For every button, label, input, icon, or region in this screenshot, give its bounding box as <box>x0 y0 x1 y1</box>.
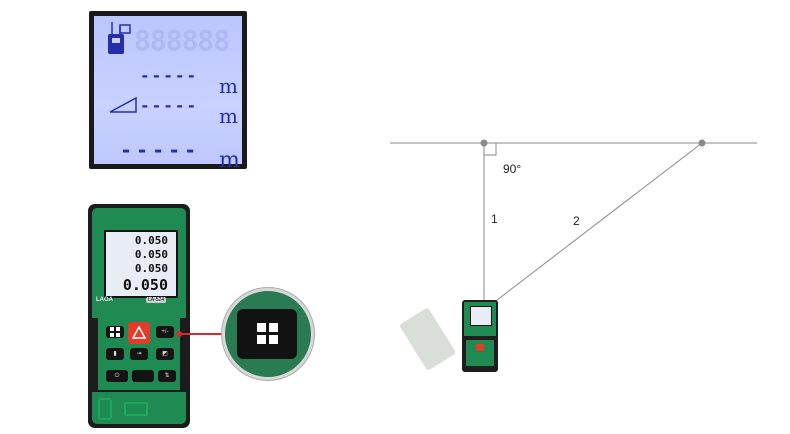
lcd-row-3-unit: m <box>219 148 240 173</box>
device-keypad: +/- ▮ ⇥ ◩ ⏻ ⇅ <box>98 318 180 390</box>
plus-minus-icon: +/- <box>161 329 169 335</box>
power-icon: ⏻ <box>114 373 120 379</box>
device-lcd-row: 0.050 <box>134 248 168 261</box>
plus-minus-button[interactable]: +/- <box>156 326 174 338</box>
line-1-label: 1 <box>491 212 498 226</box>
device-lower-body <box>92 392 186 424</box>
laser-triangle-icon <box>131 325 147 339</box>
unit-button[interactable]: ⇅ <box>158 370 176 382</box>
line-2 <box>483 142 703 311</box>
angle-label: 90° <box>503 162 522 176</box>
lcd-row-3-value: ----- <box>120 138 201 162</box>
area-button[interactable]: ◩ <box>156 348 174 360</box>
reference-button[interactable]: ▮ <box>106 348 124 360</box>
small-device <box>462 300 498 372</box>
magnified-function-button <box>237 309 297 359</box>
memory-button[interactable] <box>132 370 154 382</box>
measure-button[interactable] <box>128 322 150 344</box>
device-lcd-row: 0.050 <box>122 276 168 294</box>
lcd-row-1-unit: m <box>219 74 238 98</box>
laser-pointer-icon <box>108 22 131 54</box>
device-lcd-row: 0.050 <box>134 234 168 247</box>
lcd-screen: 888888 ----- m ----- m ----- m <box>94 16 242 173</box>
side-slot <box>98 398 112 420</box>
ghost-digits: 888888 <box>134 24 230 57</box>
lcd-row-1-value: ----- <box>140 66 199 85</box>
grid-icon <box>257 323 279 345</box>
function-key-button[interactable] <box>106 326 124 338</box>
device-lcd: 0.050 0.050 0.050 0.050 <box>104 230 178 298</box>
arrow-bar-icon: ⇥ <box>136 351 142 357</box>
angle-icon <box>109 96 137 113</box>
point-a <box>480 139 488 147</box>
lcd-row-2-unit: m <box>219 104 238 128</box>
device-lcd-row: 0.050 <box>134 262 168 275</box>
point-b <box>698 139 706 147</box>
clear-power-button[interactable]: ⏻ <box>106 370 128 382</box>
reference-icon: ▮ <box>113 351 117 357</box>
line-2-label: 2 <box>573 214 580 228</box>
button-magnifier <box>222 288 314 380</box>
right-angle-marker <box>484 143 497 156</box>
laser-distance-meter: 0.050 0.050 0.050 0.050 LAOA LA-524 +/- … <box>88 204 190 428</box>
lcd-zoom-panel: 888888 ----- m ----- m ----- m <box>89 11 247 173</box>
grid-icon <box>110 327 120 337</box>
distance-mode-button[interactable]: ⇥ <box>130 348 148 360</box>
unit-icon: ⇅ <box>164 373 170 379</box>
battery-clip <box>124 402 148 416</box>
device-model: LA-524 <box>146 297 167 303</box>
area-icon: ◩ <box>162 351 168 357</box>
lcd-row-2-value: ----- <box>140 96 199 115</box>
device-brand: LAOA <box>96 297 113 303</box>
